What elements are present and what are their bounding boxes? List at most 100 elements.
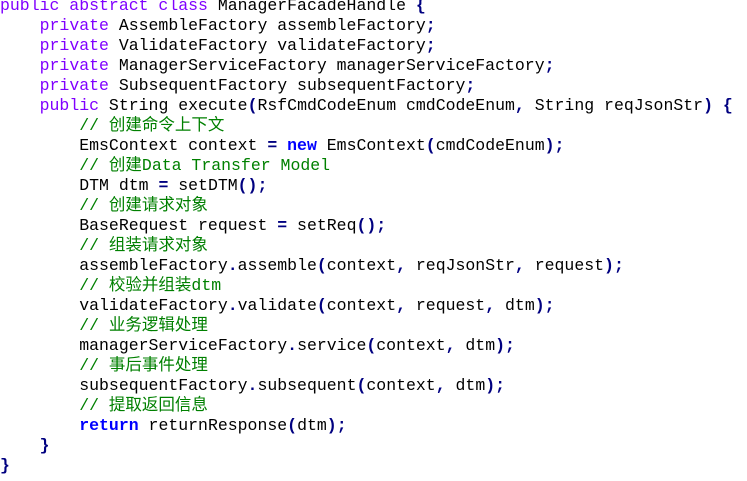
code-line: } [0,436,733,456]
operator: ); [326,416,347,435]
code-line: private SubsequentFactory subsequentFact… [0,76,733,96]
keyword: private [39,76,109,95]
code-line: managerServiceFactory.service(context, d… [0,336,733,356]
code-text [0,196,79,215]
code-line: // 创建Data Transfer Model [0,156,733,176]
operator: ( [366,336,377,355]
code-text: request [524,256,605,275]
code-text: context [326,256,397,275]
operator: , [396,256,406,275]
operator: ( [425,136,436,155]
code-text [0,16,40,35]
code-text: ManagerServiceFactory managerServiceFact… [108,56,545,75]
operator: ; [544,56,555,75]
operator: ; [425,36,436,55]
operator: = [158,176,169,195]
instruction-keyword: return [79,416,139,435]
instruction-keyword: new [287,136,317,155]
operator: , [396,296,406,315]
operator: (); [237,176,268,195]
operator: . [227,256,238,275]
code-text [0,36,40,55]
operator: { [722,96,733,115]
code-text [0,76,40,95]
code-text: RsfCmdCodeEnum cmdCodeEnum [257,96,515,115]
code-line: return returnResponse(dtm); [0,416,733,436]
code-text: subsequent [257,376,357,395]
code-text: setReq [287,216,357,235]
code-text: service [297,336,367,355]
operator: ); [534,296,555,315]
code-text: context [366,376,436,395]
code-text [0,356,79,375]
code-editor[interactable]: public abstract class ManagerFacadeHandl… [0,0,733,476]
operator: , [485,296,496,315]
operator: ; [465,76,476,95]
comment: // 提取返回信息 [79,396,208,415]
code-line: // 创建请求对象 [0,196,733,216]
code-text [0,56,40,75]
operator: , [445,336,456,355]
operator: ); [485,376,506,395]
code-text: returnResponse [138,416,288,435]
code-text [0,436,40,455]
operator: ( [287,416,298,435]
operator: . [287,336,298,355]
code-text: assemble [237,256,317,275]
operator: ); [495,336,515,355]
operator: { [415,0,426,15]
code-line: private ValidateFactory validateFactory; [0,36,733,56]
code-line: BaseRequest request = setReq(); [0,216,733,236]
code-line: subsequentFactory.subsequent(context, dt… [0,376,733,396]
code-text: EmsContext context [0,136,268,155]
code-text: AssembleFactory assembleFactory [108,16,426,35]
operator: ( [316,256,327,275]
code-text: subsequentFactory [0,376,248,395]
code-text: String reqJsonStr [524,96,704,115]
code-text: dtm [445,376,486,395]
code-line: } [0,456,733,476]
code-line: private AssembleFactory assembleFactory; [0,16,733,36]
operator: = [277,216,288,235]
code-line: public String execute(RsfCmdCodeEnum cmd… [0,96,733,116]
code-text [0,316,79,335]
comment: // 创建Data Transfer Model [79,156,331,175]
code-text: request [406,296,486,315]
code-text: cmdCodeEnum [435,136,545,155]
code-text: EmsContext [316,136,426,155]
code-text: managerServiceFactory [0,336,288,355]
code-text: assembleFactory [0,256,228,275]
code-text: dtm [297,416,327,435]
operator: ); [544,136,565,155]
operator: ); [604,256,624,275]
operator: (); [356,216,387,235]
code-line: // 校验并组装dtm [0,276,733,296]
code-line: // 业务逻辑处理 [0,316,733,336]
operator: , [514,96,525,115]
code-line: assembleFactory.assemble(context, reqJso… [0,256,733,276]
operator: . [247,376,258,395]
code-text: validateFactory [0,296,228,315]
code-text: BaseRequest request [0,216,278,235]
operator: ) [703,96,713,115]
code-text [0,116,79,135]
operator: ( [247,96,258,115]
code-text: context [376,336,446,355]
code-line: private ManagerServiceFactory managerSer… [0,56,733,76]
operator: = [267,136,278,155]
operator: , [435,376,446,395]
operator: ( [316,296,327,315]
code-text [0,276,79,295]
code-text: reqJsonStr [406,256,515,275]
comment: // 业务逻辑处理 [79,316,208,335]
code-line: // 事后事件处理 [0,356,733,376]
keyword: private [39,56,109,75]
code-text [0,156,79,175]
operator: , [514,256,525,275]
operator: ; [425,16,436,35]
code-text: dtm [495,296,535,315]
code-text [0,236,79,255]
code-text [0,396,79,415]
code-text: ManagerFacadeHandle [207,0,416,15]
operator: } [0,456,10,475]
